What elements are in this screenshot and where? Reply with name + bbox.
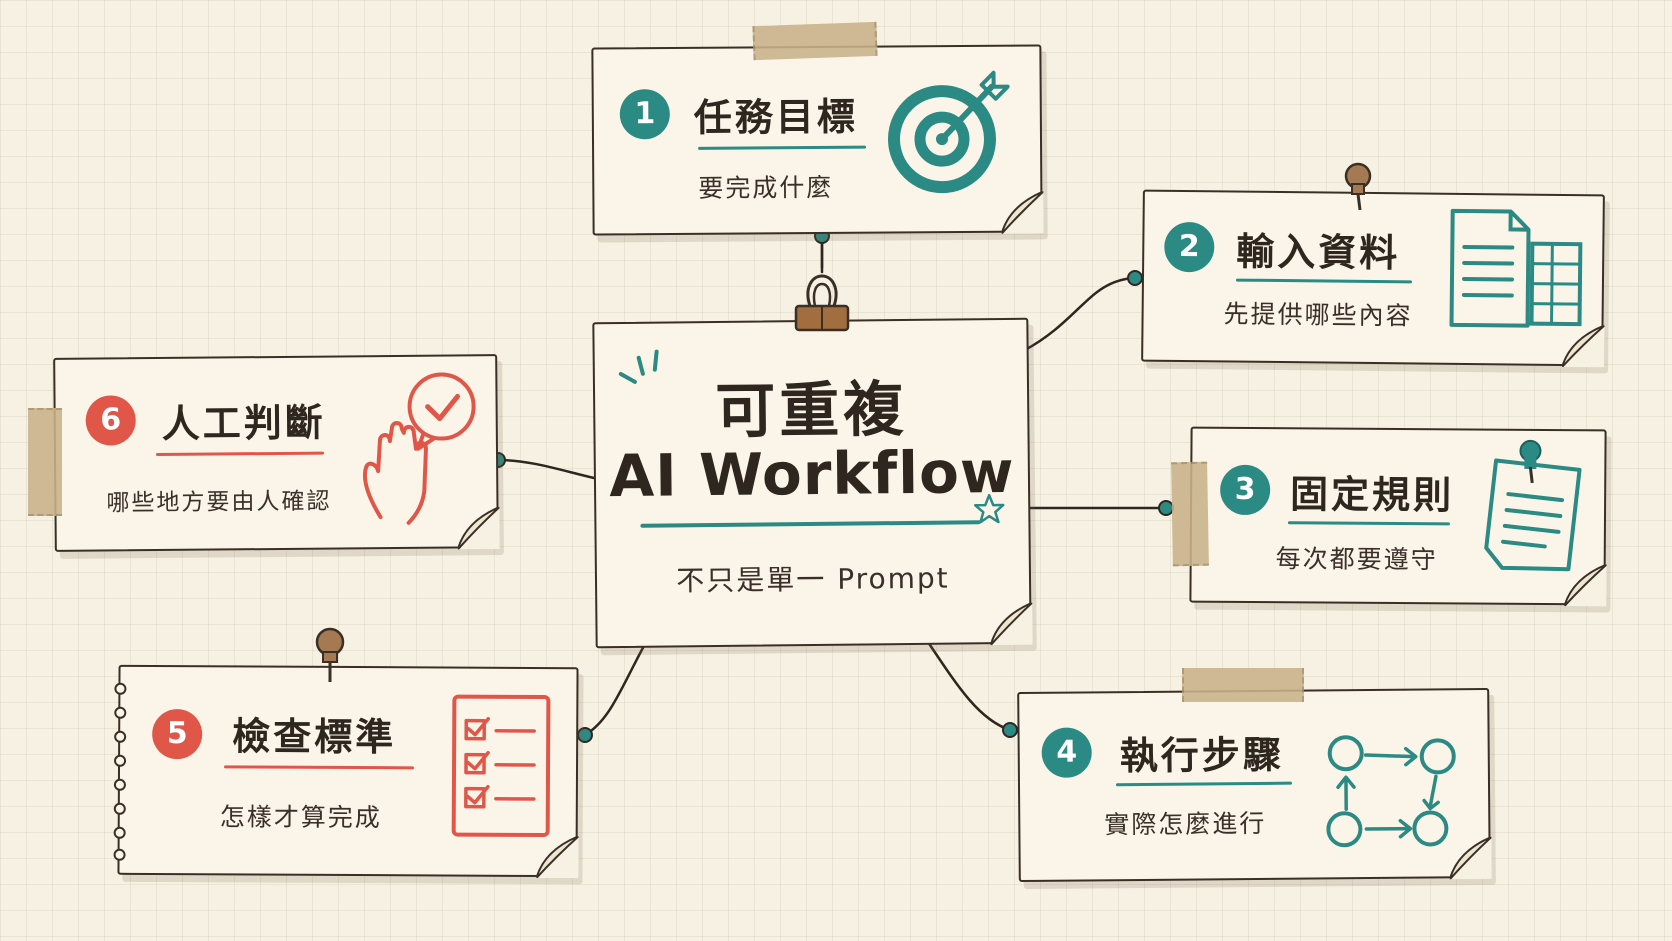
binder-clip-icon (794, 274, 850, 332)
node-underline-2 (1235, 278, 1412, 284)
tape-strip-3 (1171, 461, 1209, 567)
page-curl-icon (1564, 564, 1607, 607)
star-icon (973, 493, 1005, 524)
step-number-5: 5 (152, 708, 203, 760)
node-card-5: 5 檢查標準 怎樣才算完成 (113, 664, 579, 879)
page-curl-icon (457, 507, 500, 550)
node-title-5: 檢查標準 (232, 714, 397, 760)
node-subtitle-3: 每次都要遵守 (1275, 544, 1438, 575)
node-subtitle-1: 要完成什麼 (698, 172, 834, 203)
push-pin-icon (315, 627, 345, 682)
spiral-binding-icon (113, 682, 127, 861)
connector-4 (926, 640, 1012, 732)
sparkle-lines-icon (618, 349, 659, 384)
step-number-2: 2 (1164, 221, 1215, 273)
node-title-4: 執行步驟 (1119, 732, 1284, 779)
node-title-6: 人工判斷 (161, 400, 326, 446)
node-card-1: 1 任務目標 要完成什麼 (591, 44, 1044, 236)
node-card-4: 4 執行步驟 實際怎麼進行 (1017, 687, 1492, 883)
tape-strip-1 (752, 21, 878, 61)
center-underline (640, 520, 981, 528)
hand-check-icon (363, 372, 476, 525)
tape-strip-4 (1182, 668, 1304, 702)
page-curl-icon (536, 835, 579, 879)
page-curl-icon (1562, 324, 1605, 368)
node-card-3: 3 固定規則 每次都要遵守 (1189, 426, 1607, 607)
step-number-3: 3 (1220, 464, 1271, 516)
node-subtitle-5: 怎樣才算完成 (219, 802, 382, 833)
step-number-4: 4 (1041, 727, 1092, 778)
connector-dot-2 (1127, 270, 1143, 286)
node-card-6: 6 人工判斷 哪些地方要由人確認 (53, 354, 500, 552)
node-subtitle-2: 先提供哪些內容 (1223, 299, 1413, 331)
connector-6 (496, 458, 596, 480)
pinned-note-icon (1484, 439, 1582, 572)
node-card-2: 2 輸入資料 先提供哪些內容 (1141, 189, 1605, 368)
page-curl-icon (1001, 191, 1044, 234)
node-underline-1 (698, 145, 867, 150)
documents-icon (1449, 208, 1583, 328)
center-title-line2: AI Workflow (608, 437, 1015, 511)
node-subtitle-6: 哪些地方要由人確認 (106, 488, 332, 517)
node-subtitle-4: 實際怎麼進行 (1104, 808, 1267, 840)
connector-5 (583, 642, 647, 737)
target-icon (887, 70, 1010, 194)
tape-strip-6 (28, 408, 62, 516)
node-underline-6 (155, 451, 325, 457)
connector-2 (1023, 276, 1137, 352)
step-number-6: 6 (85, 395, 136, 446)
node-title-1: 任務目標 (693, 94, 859, 140)
page-curl-icon (990, 602, 1033, 646)
connector-dot-4 (1002, 722, 1018, 738)
page-curl-icon (1449, 836, 1492, 880)
node-title-2: 輸入資料 (1236, 229, 1401, 276)
flow-steps-icon (1326, 735, 1456, 848)
checklist-icon (451, 694, 551, 838)
node-title-3: 固定規則 (1289, 472, 1455, 518)
connector-dot-5 (577, 727, 593, 743)
push-pin-icon (1344, 162, 1372, 211)
center-card: 可重複 AI Workflow 不只是單一 Prompt (592, 317, 1033, 649)
node-underline-3 (1287, 521, 1450, 526)
node-underline-5 (224, 765, 415, 770)
node-underline-4 (1115, 781, 1292, 787)
center-subtitle: 不只是單一 Prompt (676, 561, 950, 598)
step-number-1: 1 (619, 89, 670, 140)
